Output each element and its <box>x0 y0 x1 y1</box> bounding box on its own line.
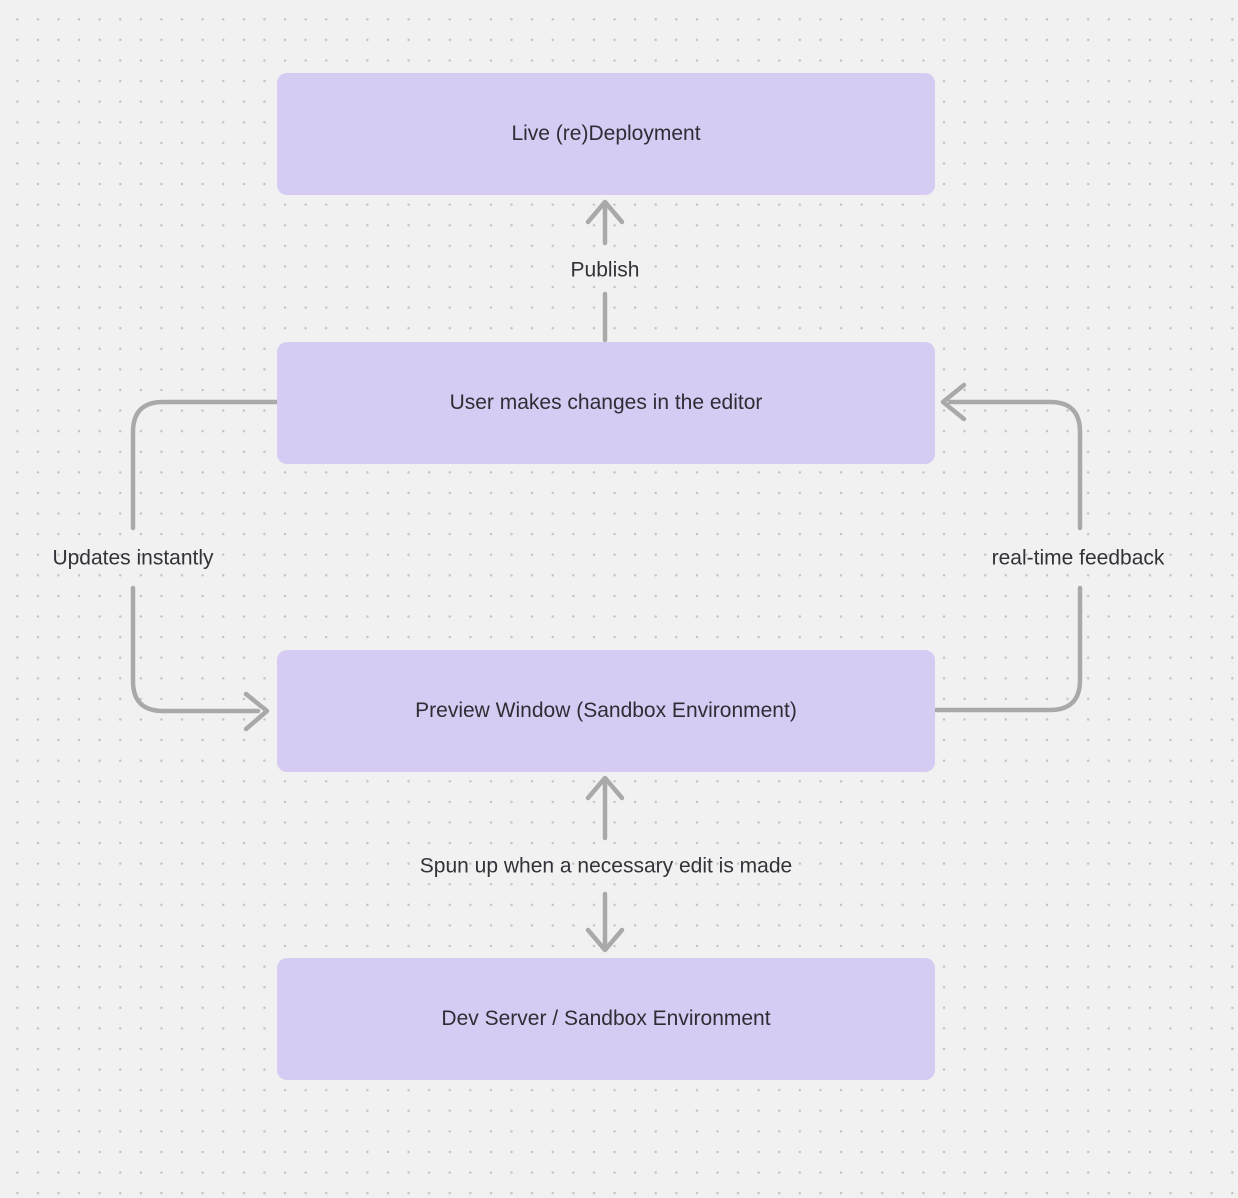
edge-label-spun-up: Spun up when a necessary edit is made <box>419 854 793 878</box>
arrowhead-right-icon <box>243 691 270 732</box>
node-label: Live (re)Deployment <box>511 122 701 145</box>
node-label: Dev Server / Sandbox Environment <box>441 1007 771 1030</box>
node-live-redeployment[interactable]: Live (re)Deployment <box>277 73 935 195</box>
node-label: Preview Window (Sandbox Environment) <box>415 699 797 722</box>
node-user-editor[interactable]: User makes changes in the editor <box>277 342 935 464</box>
edge-label-updates-instantly: Updates instantly <box>52 546 214 570</box>
arrowhead-down-icon <box>585 927 625 953</box>
edge-label-realtime-feedback: real-time feedback <box>991 546 1165 570</box>
arrowhead-up-icon <box>585 775 625 801</box>
arrowhead-left-icon <box>940 382 967 422</box>
node-label: User makes changes in the editor <box>449 391 763 414</box>
node-preview-window[interactable]: Preview Window (Sandbox Environment) <box>277 650 935 772</box>
arrowhead-up-icon <box>585 199 625 225</box>
node-dev-server[interactable]: Dev Server / Sandbox Environment <box>277 958 935 1080</box>
edge-label-publish: Publish <box>570 258 640 282</box>
